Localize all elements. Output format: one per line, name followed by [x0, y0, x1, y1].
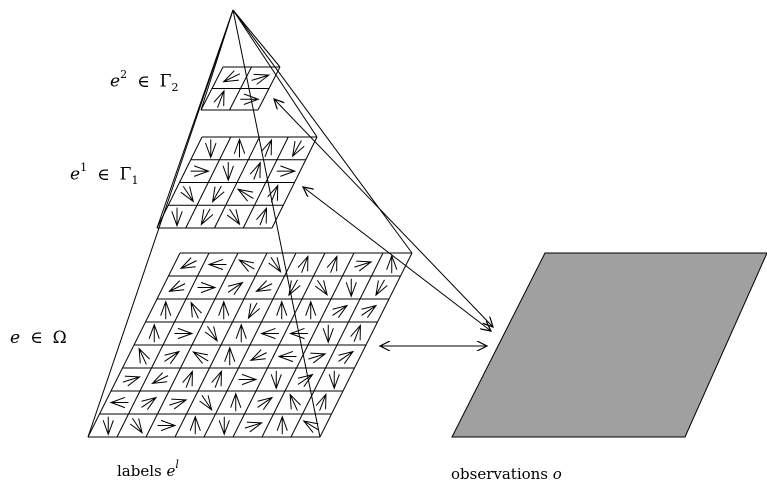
- arrow-glyph: [291, 140, 305, 158]
- arrow-glyph: [238, 259, 255, 272]
- arrow-glyph: [235, 323, 247, 343]
- arrow-glyph: [218, 416, 230, 436]
- arrow-glyph: [270, 370, 282, 390]
- arrow-glyph: [297, 254, 309, 273]
- arrow-glyph: [211, 369, 222, 388]
- arrow-glyph: [211, 185, 225, 203]
- arrow-glyph: [192, 351, 209, 364]
- arrow-glyph: [200, 208, 214, 226]
- arrow-glyph: [171, 207, 183, 228]
- arrow-glyph: [260, 327, 280, 340]
- arrow-glyph: [180, 186, 195, 203]
- arrow-glyph: [326, 254, 338, 273]
- arrow-glyph: [249, 161, 261, 180]
- arrow-glyph: [332, 304, 349, 318]
- arrow-glyph: [222, 162, 234, 182]
- grid-line: [257, 66, 281, 111]
- arrow-glyph: [305, 300, 317, 320]
- arrow-glyph: [276, 300, 288, 320]
- arrow-glyph: [148, 323, 160, 343]
- observation-plane: [451, 252, 767, 438]
- arrow-glyph: [226, 208, 241, 226]
- arrow-glyph: [213, 89, 225, 108]
- arrow-level1-observation: [303, 187, 491, 331]
- arrow-glyph: [230, 392, 242, 412]
- arrow-glyph: [247, 302, 261, 320]
- arrow-glyph: [289, 393, 301, 411]
- arrow-glyph: [199, 394, 213, 411]
- arrow-glyph: [207, 258, 227, 271]
- arrow-glyph: [314, 279, 328, 296]
- arrow-glyph: [218, 300, 230, 320]
- arrow-glyph: [238, 373, 258, 386]
- arrow-glyph: [338, 350, 355, 364]
- arrow-glyph: [361, 304, 378, 318]
- arrow-glyph: [289, 327, 309, 340]
- arrow-glyph: [354, 260, 373, 272]
- arrow-glyph: [179, 257, 197, 270]
- arrow-glyph: [240, 93, 260, 105]
- arrow-glyph: [386, 254, 398, 274]
- arrow-glyph: [205, 139, 217, 159]
- arrow-glyph: [255, 280, 273, 293]
- label-grid-level0: [87, 252, 413, 438]
- arrow-glyph: [257, 396, 274, 410]
- arrow-glyph: [276, 415, 288, 435]
- arrow-glyph: [168, 280, 186, 293]
- arrow-glyph: [297, 373, 314, 387]
- arrow-glyph: [141, 396, 158, 410]
- level0-label: e∈Ω: [10, 328, 67, 348]
- arrow-glyph: [109, 396, 129, 409]
- arrow-glyph: [251, 73, 271, 85]
- grid-line: [229, 66, 252, 111]
- arrow-glyph: [328, 370, 340, 390]
- observation-arrows: [274, 99, 493, 346]
- arrow-glyph: [222, 70, 241, 83]
- arrow-glyph: [375, 279, 388, 297]
- arrow-glyph: [277, 350, 297, 363]
- arrow-glyph: [160, 300, 172, 320]
- arrow-glyph: [151, 372, 169, 385]
- arrow-glyph: [345, 278, 357, 298]
- arrow-glyph: [174, 327, 194, 340]
- arrow-glyph: [249, 349, 267, 362]
- arrow-glyph: [190, 165, 210, 177]
- label-grid-level2: [200, 66, 281, 111]
- arrow-glyph: [302, 420, 320, 433]
- arrow-glyph: [315, 392, 327, 411]
- arrow-glyph: [197, 281, 217, 294]
- labels-caption: labels el: [117, 458, 179, 480]
- arrow-glyph: [138, 347, 150, 365]
- arrow-glyph: [122, 375, 142, 387]
- level2-label: e2∈Γ2: [110, 68, 179, 95]
- observations-caption: observations o: [451, 465, 562, 483]
- arrow-glyph: [268, 256, 282, 273]
- arrow-glyph: [322, 324, 334, 344]
- arrow-glyph: [244, 421, 264, 433]
- arrow-glyph: [308, 352, 327, 364]
- arrow-glyph: [288, 279, 301, 297]
- arrow-glyph: [236, 188, 254, 202]
- arrow-glyph: [157, 419, 177, 432]
- arrow-glyph: [261, 138, 273, 157]
- arrow-glyph: [182, 369, 193, 388]
- arrow-glyph: [190, 301, 202, 319]
- arrow-glyph: [189, 415, 201, 435]
- grid-line: [214, 136, 260, 229]
- arrow-glyph: [204, 325, 218, 342]
- label-grid-level1: [156, 136, 318, 229]
- arrow-glyph: [102, 416, 114, 436]
- arrow-glyph: [233, 137, 246, 158]
- level1-label: e1∈Γ1: [70, 161, 139, 188]
- arrow-glyph: [224, 346, 236, 366]
- arrow-glyph: [256, 206, 268, 226]
- arrow-glyph: [164, 350, 181, 364]
- arrow-glyph: [276, 165, 297, 177]
- arrow-glyph: [129, 417, 143, 434]
- arrow-level2-observation: [274, 99, 493, 327]
- arrow-glyph: [227, 281, 244, 295]
- arrow-glyph: [350, 323, 361, 342]
- arrow-glyph: [169, 398, 188, 410]
